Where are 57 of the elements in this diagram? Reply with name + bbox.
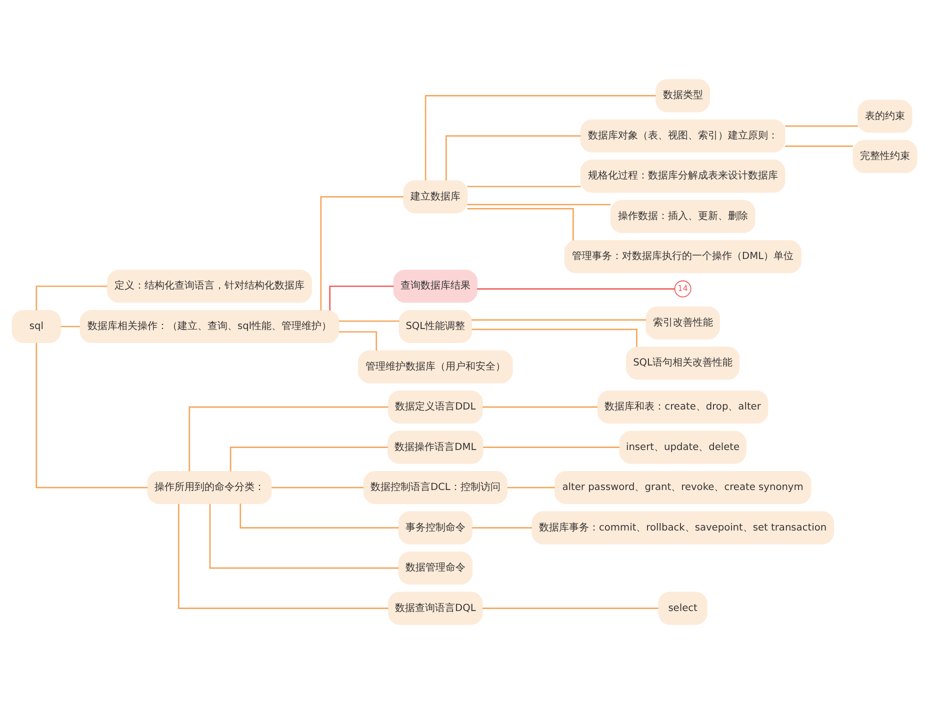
node-box: 操作数据：插入、更新、删除 [610,200,756,234]
node-box: 数据管理命令 [398,552,473,585]
connector [472,527,532,528]
connector [329,286,394,310]
connector [320,196,404,310]
node-box: 完整性约束 [852,140,918,174]
connector [472,319,646,321]
connector [785,125,858,127]
node-box: 操作所用到的命令分类： [147,470,272,504]
node-box: 数据操作语言DML [388,430,484,464]
node-box: 数据库相关操作：（建立、查询、sql性能、管理维护） [80,310,340,344]
connector [446,135,581,180]
node-box: 数据类型 [656,79,710,112]
connector [36,342,148,488]
connector [424,95,656,181]
connector [209,504,399,569]
connector [467,204,611,206]
node-box: 表的约束 [858,100,912,133]
node-box: 建立数据库 [403,180,468,214]
node-box: 定义：结构化查询语言，针对结构化数据库 [107,270,312,303]
connector [178,504,388,609]
node-box: 数据查询语言DQL [388,592,483,625]
node-box: 数据库事务：commit、rollback、savepoint、set transaction [532,511,834,544]
node-box: SQL性能调整 [398,310,472,344]
node-box: 规格化过程：数据库分解成表来设计数据库 [580,160,786,193]
connector [785,146,853,147]
connector [36,286,108,310]
connector [482,406,598,408]
node-circle: 14 [674,280,692,298]
node-box: 数据库和表：create、drop、alter [597,390,768,424]
node-box: 查询数据库结果 [393,270,478,303]
connector [272,486,364,488]
node-box: insert、update、delete [619,430,746,464]
connector [507,486,555,488]
connector [338,320,400,322]
connector [483,446,620,448]
node-box: select [658,592,708,625]
node-box: 索引改善性能 [646,306,720,340]
node-box: 数据库对象（表、视图、索引）建立原则： [580,119,786,152]
node-box: 数据控制语言DCL：控制访问 [363,470,508,504]
connector [477,288,674,290]
node-box: SQL语句相关改善性能 [626,346,740,380]
connector [472,328,638,347]
connector [338,331,378,351]
node-box: 数据定义语言DDL [388,390,483,424]
connector [467,208,574,240]
connector [230,446,388,472]
connector [482,608,658,609]
node-box: alter password、grant、revoke、create synonym [554,470,812,504]
node-box: 管理维护数据库（用户和安全） [358,350,513,384]
connector [467,186,581,188]
connector [188,406,388,472]
node-box: 事务控制命令 [398,511,473,544]
node-box: sql [12,310,62,344]
node-box: 管理事务：对数据库执行的一个操作（DML）单位 [564,240,802,274]
connector [240,504,399,528]
connector [60,326,80,328]
